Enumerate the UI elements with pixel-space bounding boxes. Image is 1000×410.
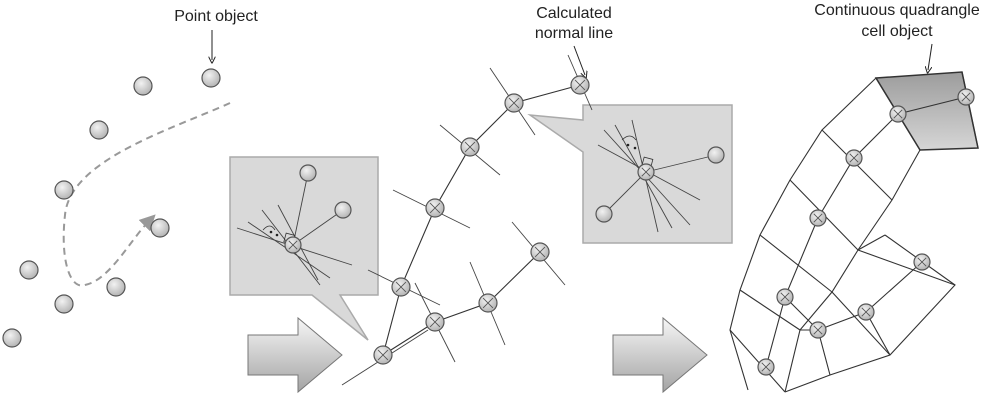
point-cross-mark bbox=[917, 257, 927, 267]
point bbox=[89, 120, 109, 140]
point-cross-mark bbox=[534, 246, 546, 258]
label-normal-line-1: Calculated bbox=[536, 5, 612, 22]
point-cross-mark bbox=[482, 297, 494, 309]
panel-quadrangle-cells: Continuous quadrangle cell object bbox=[729, 2, 980, 393]
point-cross-mark bbox=[813, 325, 823, 335]
point-cross-mark bbox=[641, 167, 651, 177]
point bbox=[106, 277, 126, 297]
point bbox=[54, 294, 74, 314]
callout-point bbox=[299, 164, 317, 182]
mesh-points bbox=[757, 88, 975, 376]
point-cross-mark bbox=[761, 362, 771, 372]
callout-left bbox=[229, 156, 379, 341]
point bbox=[150, 218, 170, 238]
label-cell-object-2: cell object bbox=[861, 23, 933, 40]
point-cross-mark bbox=[780, 292, 790, 302]
process-arrow-2 bbox=[612, 316, 708, 394]
process-arrow-1 bbox=[247, 316, 343, 394]
callout-left-content bbox=[236, 164, 353, 286]
callout-right-content bbox=[595, 119, 725, 233]
point bbox=[19, 260, 39, 280]
point-set bbox=[2, 68, 221, 348]
panel-point-objects: Point object bbox=[2, 8, 258, 348]
point-cross-mark bbox=[574, 79, 586, 91]
point-cross-mark bbox=[813, 213, 823, 223]
point-cross-mark bbox=[377, 349, 389, 361]
upper-chain bbox=[341, 54, 593, 386]
point-cross-mark bbox=[508, 97, 520, 109]
point-cross-mark bbox=[288, 240, 298, 250]
point-cross-mark bbox=[849, 153, 859, 163]
callout-right bbox=[527, 104, 733, 244]
point bbox=[201, 68, 221, 88]
normal-pointer-arrow bbox=[573, 45, 585, 75]
point bbox=[54, 180, 74, 200]
point bbox=[2, 328, 22, 348]
point bbox=[133, 76, 153, 96]
point-cross-mark bbox=[429, 316, 441, 328]
point-cross-mark bbox=[961, 92, 971, 102]
callout-point bbox=[334, 201, 352, 219]
point-cross-mark bbox=[429, 202, 441, 214]
point-cross-mark bbox=[861, 307, 871, 317]
label-cell-object-1: Continuous quadrangle bbox=[814, 2, 980, 19]
cell-pointer-arrow bbox=[928, 43, 933, 70]
callout-point bbox=[595, 205, 613, 223]
chain-points bbox=[373, 75, 590, 365]
point-cross-mark bbox=[893, 109, 903, 119]
dashed-path-arrow bbox=[62, 102, 231, 287]
point-cross-mark bbox=[464, 141, 476, 153]
panel-normal-lines: Calculated normal line bbox=[229, 5, 733, 386]
label-normal-line-2: normal line bbox=[535, 25, 613, 42]
callout-point bbox=[707, 146, 725, 164]
label-point-object: Point object bbox=[174, 8, 258, 25]
point-cross-mark bbox=[395, 281, 407, 293]
